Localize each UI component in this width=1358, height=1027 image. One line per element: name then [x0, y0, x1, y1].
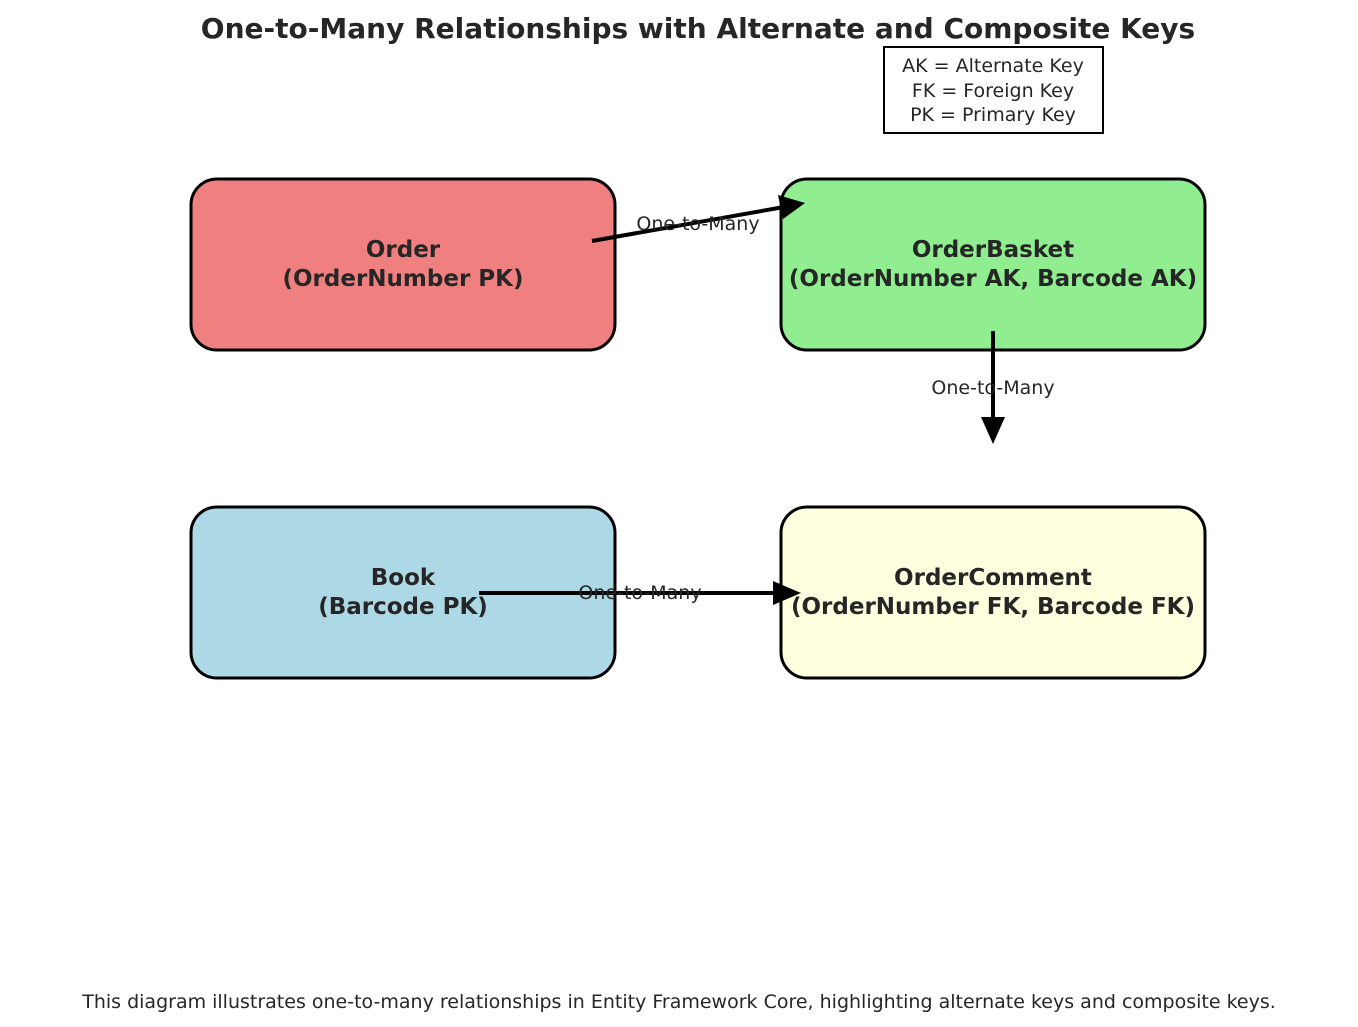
relationship-order-to-basket-arrowhead — [778, 195, 805, 219]
diagram-title: One-to-Many Relationships with Alternate… — [201, 12, 1195, 45]
entity-book-keys: (Barcode PK) — [318, 594, 488, 620]
key-legend: AK = Alternate Key FK = Foreign Key PK =… — [883, 46, 1104, 134]
diagram-caption: This diagram illustrates one-to-many rel… — [81, 991, 1276, 1013]
entity-order-box — [189, 177, 617, 352]
entity-order-basket-keys: (OrderNumber AK, Barcode AK) — [789, 266, 1197, 292]
legend-box — [883, 46, 1104, 134]
relationship-order-to-basket: One-to-Many — [591, 195, 805, 243]
relationship-order-to-basket-line — [591, 205, 785, 243]
entity-order-comment-box — [779, 505, 1207, 680]
entity-book: Book (Barcode PK) — [189, 505, 617, 680]
relationship-book-to-comment-label: One-to-Many — [578, 582, 701, 604]
entity-order-basket: OrderBasket (OrderNumber AK, Barcode AK) — [779, 177, 1207, 352]
legend-item-foreign-key: FK = Foreign Key — [912, 80, 1074, 102]
relationship-basket-to-comment: One-to-Many — [931, 331, 1055, 444]
legend-item-primary-key: PK = Primary Key — [910, 104, 1076, 126]
relationship-book-to-comment: One-to-Many — [479, 581, 801, 605]
entity-order: Order (OrderNumber PK) — [189, 177, 617, 352]
entity-order-keys: (OrderNumber PK) — [282, 266, 523, 292]
relationship-basket-to-comment-arrowhead — [981, 417, 1005, 444]
entity-order-comment: OrderComment (OrderNumber FK, Barcode FK… — [779, 505, 1207, 680]
legend-item-alternate-key: AK = Alternate Key — [902, 55, 1084, 77]
entity-book-name: Book — [371, 565, 436, 591]
entity-order-basket-name: OrderBasket — [912, 237, 1074, 263]
entity-order-comment-name: OrderComment — [894, 565, 1092, 591]
entity-order-comment-keys: (OrderNumber FK, Barcode FK) — [791, 594, 1195, 620]
relationship-order-to-basket-label: One-to-Many — [636, 213, 759, 235]
entity-order-name: Order — [366, 237, 441, 263]
entity-order-basket-box — [779, 177, 1207, 352]
relationship-basket-to-comment-label: One-to-Many — [931, 377, 1054, 399]
relationship-book-to-comment-arrowhead — [773, 581, 801, 605]
